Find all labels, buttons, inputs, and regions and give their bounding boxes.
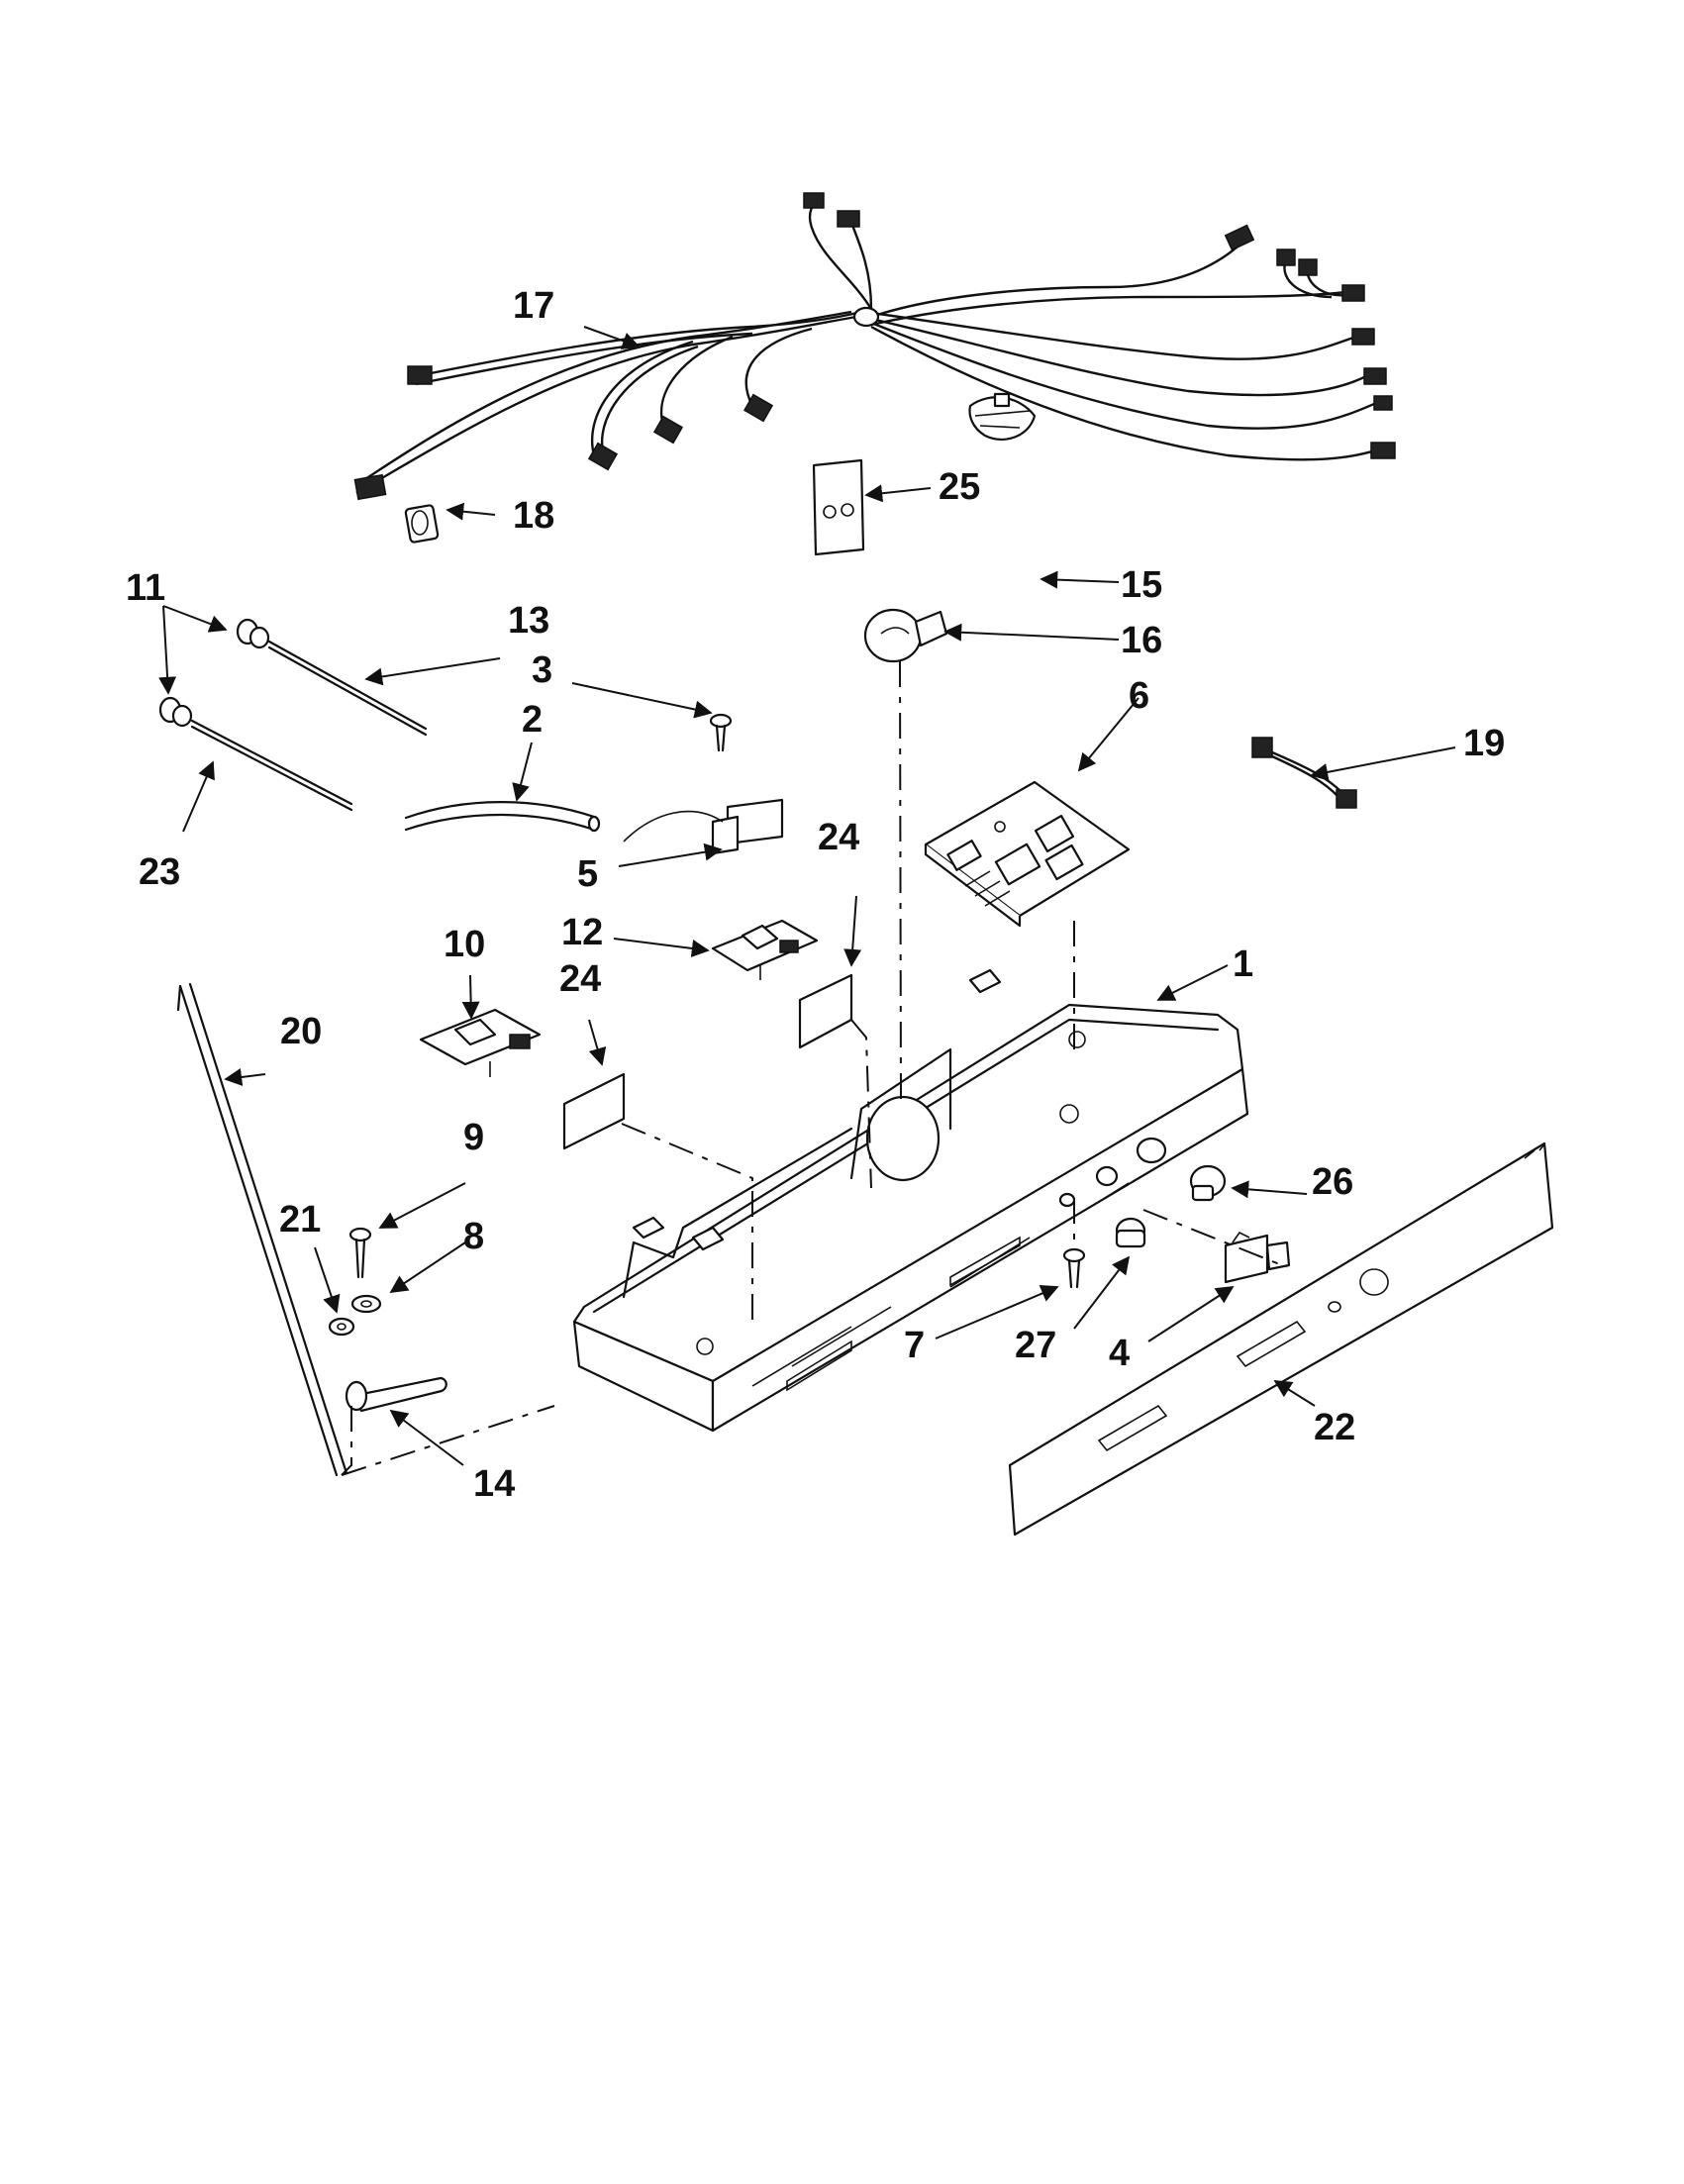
callout-26: 26 (1312, 1161, 1354, 1203)
assembly-lines (341, 660, 1288, 1476)
hose-2 (404, 801, 601, 833)
callout-16: 16 (1121, 620, 1163, 661)
screw-9 (348, 1227, 372, 1279)
label-24b (562, 1072, 626, 1150)
callout-24b: 24 (559, 958, 602, 1000)
callout-1: 1 (1233, 943, 1254, 985)
callout-25: 25 (939, 466, 981, 508)
callout-23: 23 (139, 851, 181, 893)
callout-27: 27 (1015, 1325, 1057, 1366)
callout-9: 9 (463, 1117, 485, 1158)
screw-3 (709, 713, 733, 752)
housing-1 (572, 968, 1249, 1433)
valve-5 (623, 798, 784, 855)
lamp-socket-15 (968, 392, 1037, 441)
fittings-tubes (158, 618, 428, 812)
callout-22: 22 (1314, 1407, 1356, 1448)
strip-20 (176, 982, 348, 1477)
screw-7 (1062, 1247, 1086, 1289)
trim-22 (1008, 1142, 1554, 1537)
callout-8: 8 (463, 1216, 485, 1257)
callout-12: 12 (561, 912, 604, 953)
callout-21: 21 (279, 1199, 322, 1241)
callout-6: 6 (1129, 675, 1150, 717)
block-25 (812, 458, 865, 556)
callout-11: 11 (126, 567, 166, 609)
callout-10: 10 (444, 924, 486, 965)
callout-15: 15 (1121, 564, 1163, 606)
pigtail-19 (1251, 737, 1357, 809)
callout-14: 14 (473, 1463, 516, 1505)
callout-4: 4 (1109, 1333, 1131, 1374)
switch-4 (1224, 1231, 1291, 1284)
callout-7: 7 (904, 1325, 926, 1366)
callout-19: 19 (1463, 723, 1506, 764)
callout-13: 13 (508, 600, 550, 642)
callout-3: 3 (532, 649, 553, 691)
callout-24a: 24 (818, 817, 860, 858)
callout-20: 20 (280, 1011, 323, 1052)
wire-harness-17 (353, 192, 1396, 501)
bracket-10 (419, 1008, 542, 1077)
knob-26 (1189, 1164, 1227, 1202)
bracket-12 (711, 919, 819, 980)
callout-2: 2 (522, 699, 544, 741)
callout-17: 17 (513, 285, 555, 327)
washer-21 (328, 1317, 355, 1337)
leader-arrows (158, 326, 1456, 1466)
callout-5: 5 (577, 853, 599, 895)
clip-18 (404, 504, 440, 544)
callout-18: 18 (513, 495, 555, 537)
hinge-14 (345, 1376, 447, 1413)
button-27 (1115, 1217, 1146, 1248)
lamp-bulb-16 (863, 608, 948, 663)
washer-8 (350, 1294, 382, 1314)
control-board-6 (924, 780, 1131, 928)
label-24a (798, 973, 853, 1049)
